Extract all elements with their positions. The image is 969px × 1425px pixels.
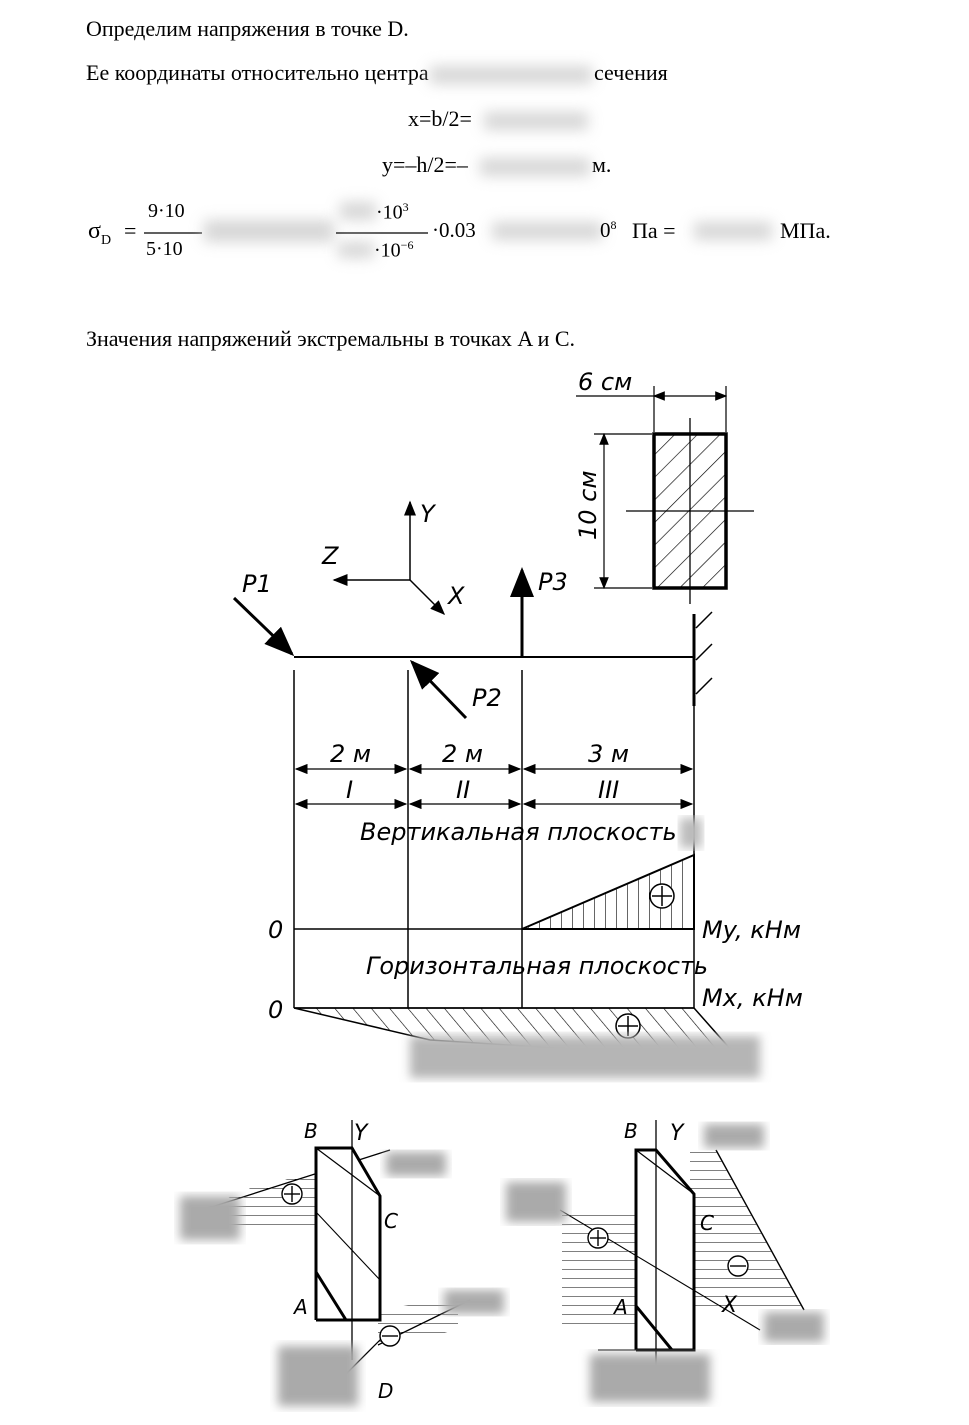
right-point-b: B <box>624 1119 638 1143</box>
forces <box>232 567 534 720</box>
left-point-a: A <box>292 1295 308 1319</box>
pa-equals: Па = <box>632 218 676 243</box>
equation-y-a: y=–h/2=– <box>382 152 468 177</box>
line-extreme-points: Значения напряжений экстремальны в точка… <box>86 326 576 351</box>
sigma-equals: = <box>124 218 137 243</box>
power-ten-exp: 8 <box>610 218 617 232</box>
section-1-label: I <box>346 776 353 804</box>
my-axis-label: My, кНм <box>702 916 801 944</box>
mpa-unit: МПа. <box>780 218 831 243</box>
force-p1-label: P1 <box>242 570 272 598</box>
left-axis-y: Y <box>354 1121 369 1146</box>
sigma-symbol: σD <box>88 218 111 249</box>
line-determine-stress: Определим напряжения в точке D. <box>86 16 409 41</box>
axis-z-label: Z <box>321 542 339 570</box>
left-point-b: B <box>304 1119 318 1143</box>
force-p3-label: P3 <box>538 568 568 596</box>
redacted-formula <box>204 220 334 242</box>
right-axis-x: X <box>721 1293 738 1318</box>
vertical-plane-title: Вертикальная плоскость <box>360 818 677 846</box>
fraction-2-bar <box>336 232 428 234</box>
line-coordinates-b: сечения <box>594 60 668 85</box>
span-dimensions <box>294 763 694 810</box>
redacted-formula <box>340 202 376 220</box>
fraction-2-denominator: ·10−6 <box>374 238 413 263</box>
mx-axis-label: Mx, кНм <box>702 984 803 1012</box>
redacted-formula <box>492 222 602 240</box>
redacted-result <box>694 222 772 240</box>
redacted-text <box>430 66 592 84</box>
left-stress-diagram <box>180 1120 504 1406</box>
fraction-1-bar <box>144 232 202 234</box>
redacted-value <box>680 818 702 848</box>
fraction-1-numerator: 9·10 <box>148 200 185 222</box>
sigma-subscript: D <box>100 232 112 248</box>
equation-y-b: м. <box>592 152 612 177</box>
right-stress-diagram <box>506 1120 824 1402</box>
cross-section <box>576 386 754 604</box>
right-axis-y: Y <box>670 1121 685 1146</box>
right-point-c: C <box>700 1211 714 1235</box>
left-point-d: D <box>378 1379 393 1403</box>
section-3-label: III <box>598 776 619 804</box>
span-2-length: 2 м <box>442 740 483 768</box>
section-2-label: II <box>456 776 470 804</box>
dim-height-label: 10 см <box>574 471 602 540</box>
zero-my: 0 <box>268 916 283 944</box>
sigma-letter: σ <box>88 218 101 244</box>
horizontal-plane-title: Горизонтальная плоскость <box>366 952 708 980</box>
redacted-formula <box>338 242 374 258</box>
fraction-1-denominator: 5·10 <box>146 238 183 260</box>
multiplier-003: ·0.03 <box>432 218 476 242</box>
force-p2-label: P2 <box>472 684 502 712</box>
fraction-2-numerator: ·103 <box>376 200 409 225</box>
span-3-length: 3 м <box>588 740 629 768</box>
redacted-value <box>480 158 590 176</box>
fraction-2-num-text: ·10 <box>376 201 403 224</box>
my-diagram <box>294 853 695 930</box>
axes <box>332 500 446 616</box>
right-point-a: A <box>612 1295 628 1319</box>
equation-x: x=b/2= <box>408 106 472 131</box>
dim-width-label: 6 см <box>578 368 632 396</box>
span-1-length: 2 м <box>330 740 371 768</box>
power-ten-8: 08 <box>600 218 617 243</box>
redacted-value <box>484 112 588 130</box>
fraction-2-den-sup: −6 <box>400 238 414 252</box>
axis-y-label: Y <box>420 500 437 528</box>
axis-x-label: X <box>446 582 465 610</box>
fraction-2-num-sup: 3 <box>402 200 409 214</box>
beam <box>293 611 713 1008</box>
power-ten-base: 0 <box>600 218 611 242</box>
mx-diagram <box>293 1007 760 1078</box>
fraction-2-den-text: ·10 <box>374 239 401 262</box>
left-point-c: C <box>384 1209 398 1233</box>
zero-mx: 0 <box>268 996 283 1024</box>
line-coordinates-a: Ее координаты относительно центра <box>86 60 429 85</box>
